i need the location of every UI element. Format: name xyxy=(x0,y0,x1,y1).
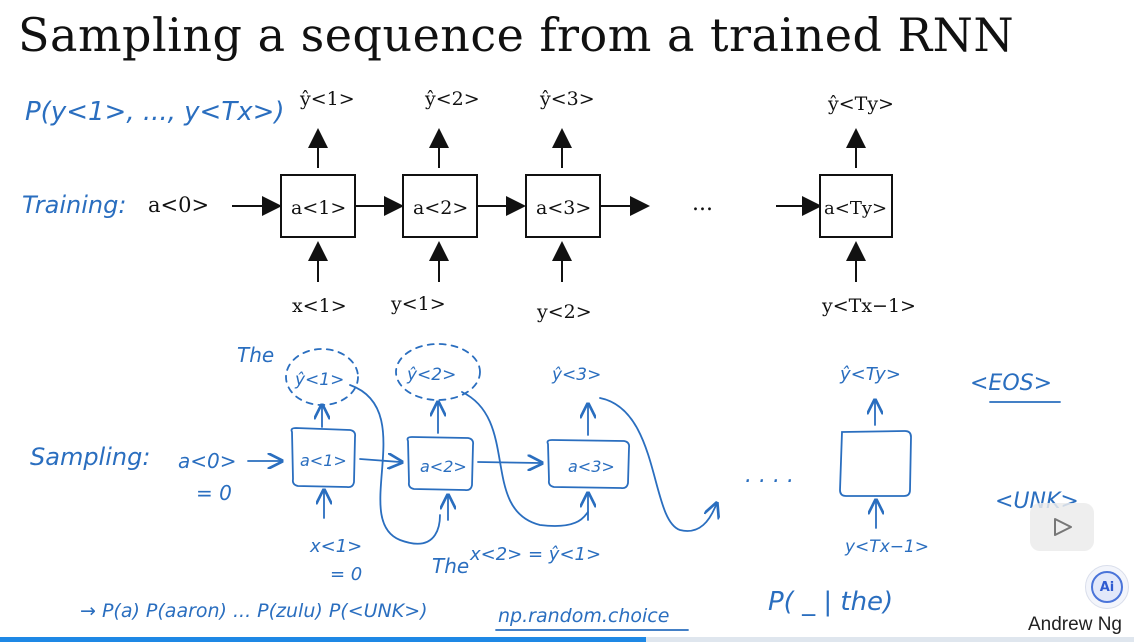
sampling-last-input: y<Tx−1> xyxy=(844,537,929,557)
sampling-first-word: The xyxy=(237,343,274,367)
sampling-output-2: ŷ<2> xyxy=(406,365,456,385)
training-a0: a<0> xyxy=(148,193,209,217)
video-progress-fill xyxy=(0,637,647,642)
training-state-1: a<1> xyxy=(291,197,346,219)
numpy-call: np.random.choice xyxy=(498,605,669,627)
training-box-1 xyxy=(280,174,356,238)
training-input-1: x<1> xyxy=(292,295,347,317)
ai-icon: Ai xyxy=(1091,571,1123,603)
sampling-output-last: ŷ<Ty> xyxy=(839,364,901,385)
video-progress-bar[interactable] xyxy=(0,637,1134,642)
training-input-last: y<Tx−1> xyxy=(821,295,916,317)
sampling-output-3: ŷ<3> xyxy=(551,365,601,385)
probability-note: P(y<1>, ..., y<Tx>) xyxy=(25,97,285,127)
training-cell-1: ŷ<1> a<1> x<1> xyxy=(280,88,356,317)
training-ellipsis: ... xyxy=(692,191,713,216)
vocab-distribution: → P(a) P(aaron) ... P(zulu) P(<UNK>) xyxy=(80,600,428,622)
sampling-label: Sampling: xyxy=(30,443,150,471)
sampling-first-input-zero: = 0 xyxy=(330,564,362,585)
sampling-ellipsis: . . . . xyxy=(745,463,794,488)
training-output-2: ŷ<2> xyxy=(424,88,480,110)
play-button[interactable] xyxy=(1030,503,1094,551)
feedback-curve-3 xyxy=(599,397,716,532)
sampling-row: Sampling: a<0> = 0 a<1> ŷ<1> The x<1> = … xyxy=(30,343,1079,631)
conditional-prob: P( _ | the) xyxy=(768,587,893,617)
sampling-a0-zero: = 0 xyxy=(196,481,232,505)
training-output-3: ŷ<3> xyxy=(539,88,595,110)
sampling-cell-1: a<1> ŷ<1> The x<1> = 0 xyxy=(237,343,362,585)
training-box-last xyxy=(819,174,893,238)
slide-title: Sampling a sequence from a trained RNN xyxy=(18,8,1015,62)
training-state-3: a<3> xyxy=(536,197,591,219)
training-output-last: ŷ<Ty> xyxy=(827,93,894,115)
ai-assistant-button[interactable]: Ai xyxy=(1085,565,1129,609)
sampling-a0: a<0> xyxy=(178,449,237,473)
training-output-1: ŷ<1> xyxy=(299,88,355,110)
sampling-first-input: x<1> xyxy=(309,536,362,557)
feedback-curve-1 xyxy=(349,384,441,545)
sampling-arrow-2-3 xyxy=(477,462,540,463)
training-input-2: y<1> xyxy=(390,293,446,315)
training-box-3 xyxy=(525,174,601,238)
sampling-cell-3: a<3> ŷ<3> xyxy=(546,365,631,521)
sampling-output-1: ŷ<1> xyxy=(294,370,344,390)
sampling-state-3: a<3> xyxy=(568,457,615,476)
play-triangle-icon xyxy=(1054,518,1072,536)
training-state-2: a<2> xyxy=(413,197,468,219)
sampling-second-input: x<2> = ŷ<1> xyxy=(469,544,601,565)
training-cell-last: ŷ<Ty> a<Ty> y<Tx−1> xyxy=(819,93,916,317)
sampling-cell-2: a<2> ŷ<2> The x<2> = ŷ<1> xyxy=(395,343,601,578)
training-row: P(y<1>, ..., y<Tx>) Training: a<0> ... ŷ… xyxy=(22,88,916,323)
feedback-curve-2 xyxy=(461,391,589,527)
sampling-state-2: a<2> xyxy=(420,457,467,476)
training-input-3: y<2> xyxy=(536,301,592,323)
training-cell-3: ŷ<3> a<3> y<2> xyxy=(525,88,601,323)
training-box-2 xyxy=(402,174,478,238)
eos-token: <EOS> xyxy=(970,371,1052,396)
training-cell-2: ŷ<2> a<2> y<1> xyxy=(390,88,480,315)
sampling-arrow-1-2 xyxy=(359,459,400,462)
training-state-last: a<Ty> xyxy=(824,198,887,219)
sampling-second-word: The xyxy=(432,554,469,578)
author-credit: Andrew Ng xyxy=(1028,614,1122,635)
sampling-cell-last: ŷ<Ty> y<Tx−1> xyxy=(839,364,929,557)
sampling-state-1: a<1> xyxy=(300,451,347,470)
training-label: Training: xyxy=(22,191,126,219)
